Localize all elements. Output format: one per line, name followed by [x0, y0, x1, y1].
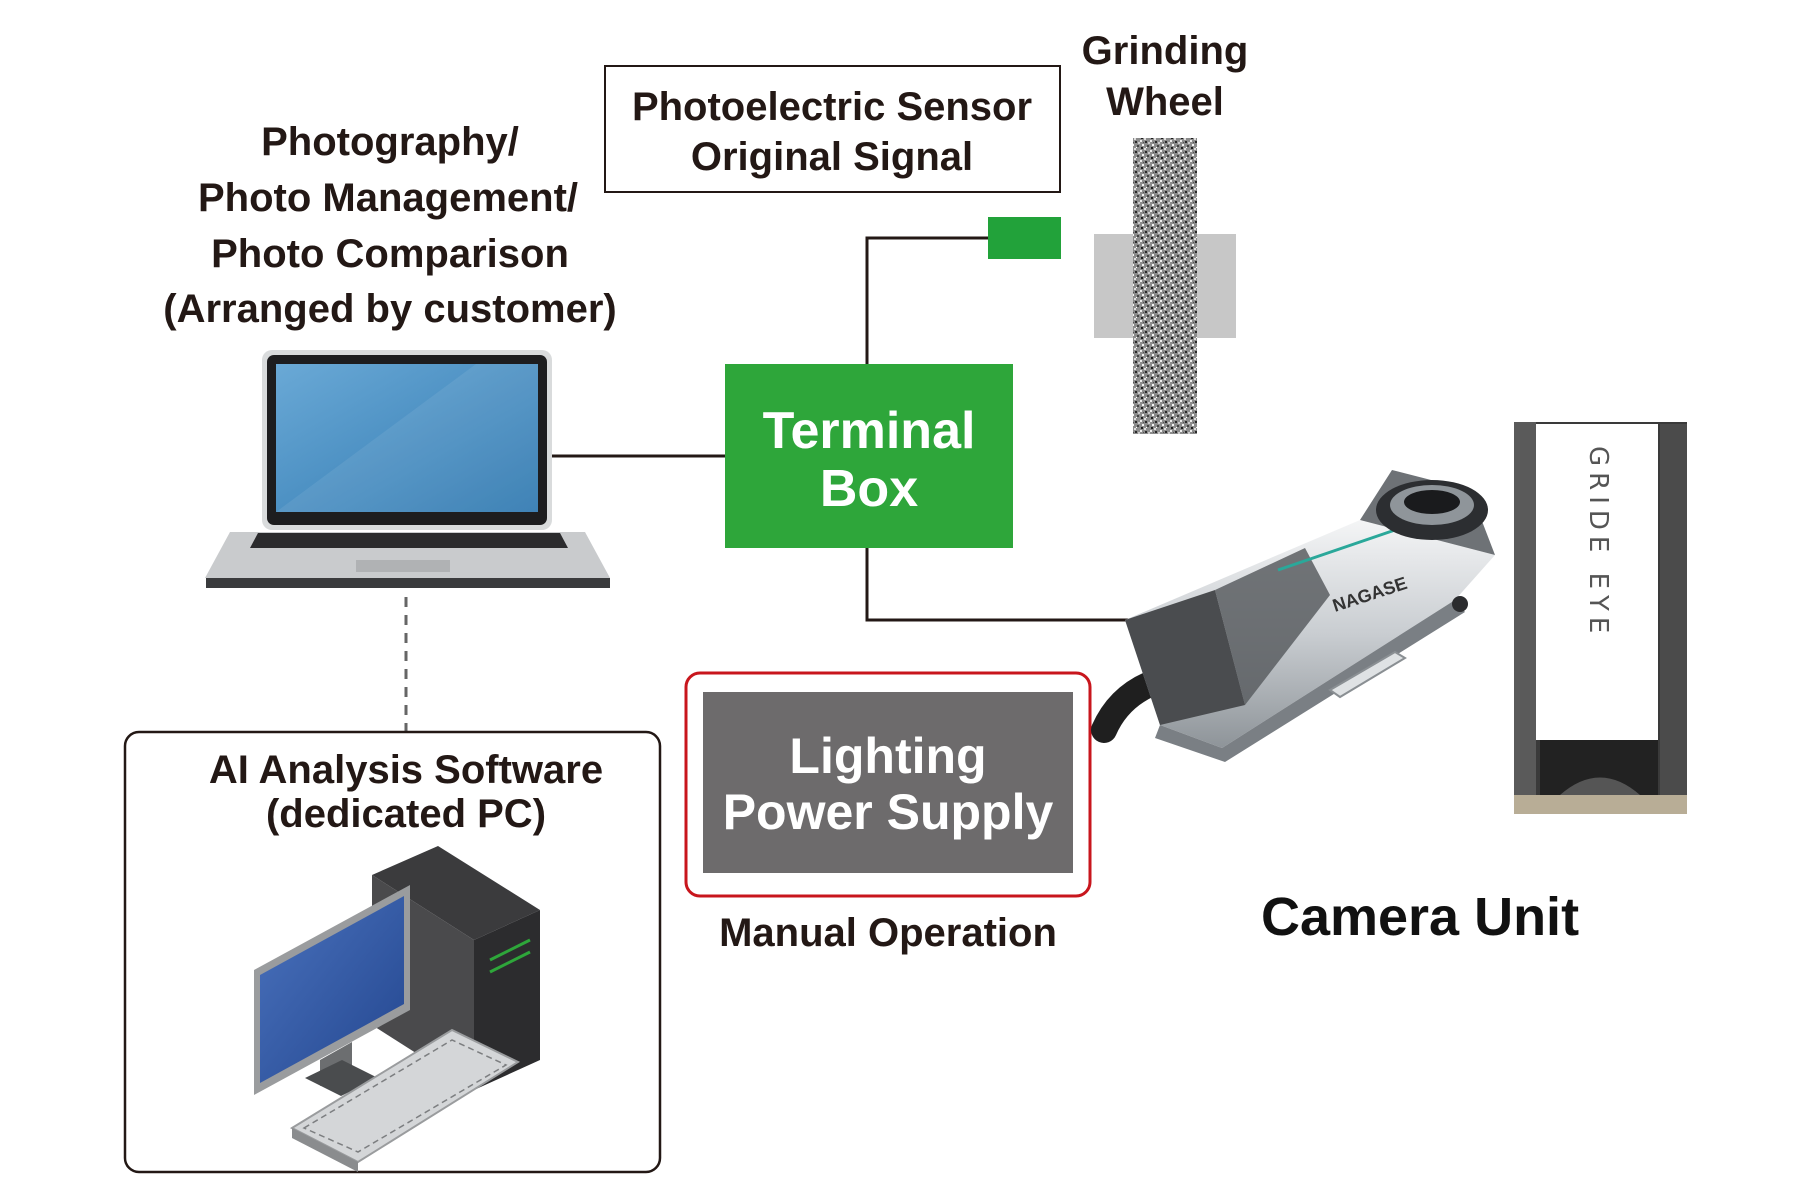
camera-side-text: GRIDE EYE [1583, 446, 1613, 639]
grinding-wheel [1094, 138, 1236, 434]
camera-device: NAGASE [1091, 470, 1495, 762]
pc-caption-line2: Photo Management/ [198, 176, 578, 220]
wheel-label: Grinding Wheel [1082, 29, 1249, 124]
sensor-label-box: Photoelectric Sensor Original Signal [604, 65, 1061, 193]
camera-terminal-line [865, 548, 1138, 622]
desktop-pc-icon [254, 846, 540, 1172]
pc-caption: Photography/ Photo Management/ Photo Com… [163, 120, 616, 331]
camera-side-photo: GRIDE EYE [1514, 422, 1687, 814]
terminal-box: Terminal Box [725, 364, 1013, 548]
connection-lines [404, 236, 1138, 732]
power-supply-line2: Power Supply [723, 784, 1054, 840]
terminal-box-line2: Box [820, 460, 918, 518]
photoelectric-sensor [988, 217, 1061, 259]
wheel-label-line2: Wheel [1106, 80, 1224, 124]
laptop-icon [205, 350, 610, 588]
lighting-power-supply: Lighting Power Supply [684, 671, 1092, 898]
sensor-label-line1: Photoelectric Sensor [632, 85, 1032, 129]
pc-caption-line1: Photography/ [261, 120, 519, 164]
sensor-terminal-line [865, 236, 988, 364]
power-supply-line1: Lighting [789, 728, 986, 784]
ai-software-line1: AI Analysis Software [209, 748, 603, 792]
pc-caption-line3: Photo Comparison [211, 232, 569, 276]
sensor-label-line2: Original Signal [691, 135, 973, 179]
pc-caption-line4: (Arranged by customer) [163, 287, 616, 331]
manual-operation-label: Manual Operation [719, 911, 1057, 955]
terminal-box-line1: Terminal [763, 402, 976, 460]
wheel-label-line1: Grinding [1082, 29, 1249, 73]
ai-software-line2: (dedicated PC) [266, 792, 546, 836]
camera-unit-label: Camera Unit [1261, 887, 1579, 947]
